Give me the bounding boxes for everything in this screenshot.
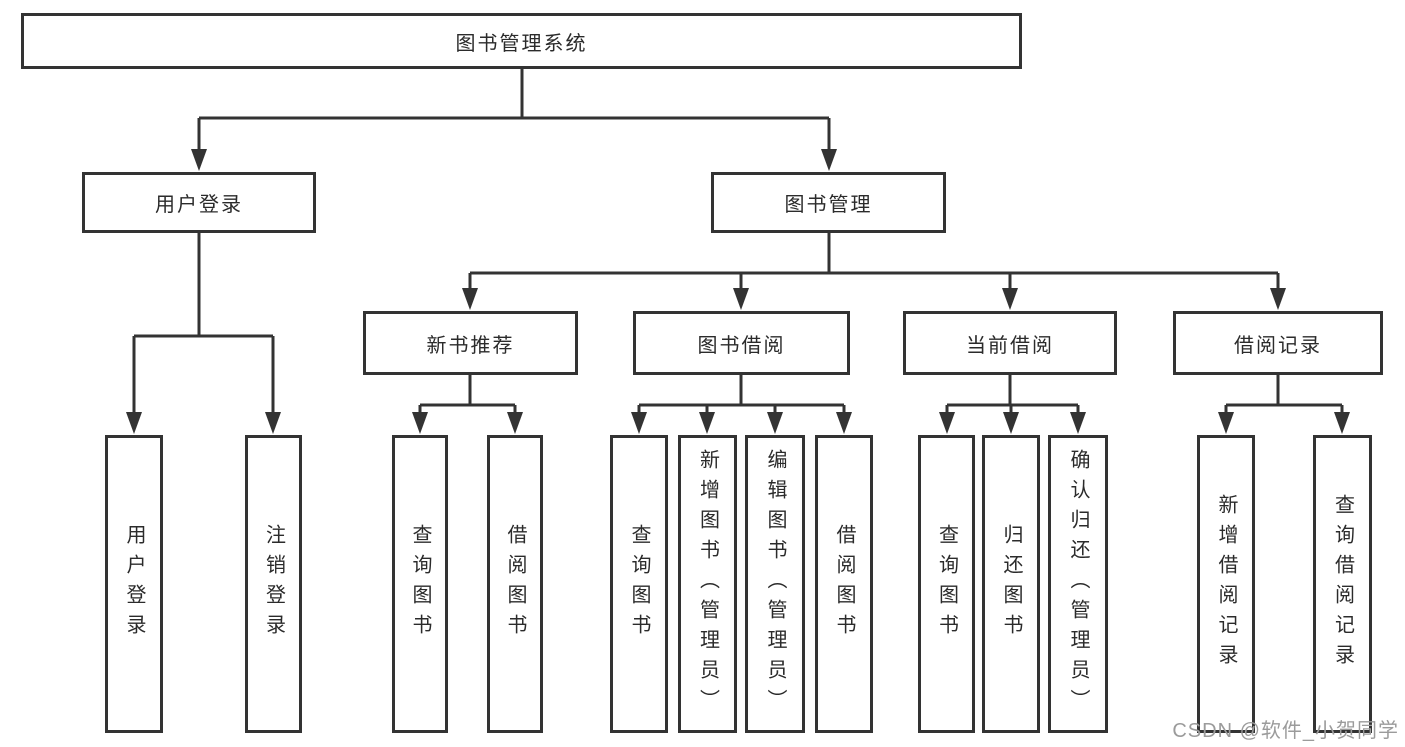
leaf-query-book-current: 查询图书 [918,435,975,733]
leaf-query-borrow-record-label: 查询借阅记录 [1331,494,1354,674]
node-new-book-recommend-label: 新书推荐 [426,334,515,357]
leaf-query-book-borrow: 查询图书 [610,435,668,733]
node-book-management-label: 图书管理 [784,194,873,216]
leaf-borrow-book: 借阅图书 [815,435,873,733]
leaf-query-book-recommend: 查询图书 [392,435,448,733]
csdn-watermark: CSDN @软件_小贺同学 [1172,720,1399,742]
node-new-book-recommend: 新书推荐 [363,311,578,375]
leaf-borrow-book-recommend-label: 借阅图书 [504,524,526,644]
leaf-edit-book-admin-label: 编辑图书（管理员） [764,449,786,719]
leaf-add-borrow-record-label: 新增借阅记录 [1215,494,1237,674]
leaf-confirm-return-admin: 确认归还（管理员） [1048,435,1108,733]
leaf-borrow-book-recommend: 借阅图书 [487,435,543,733]
node-book-borrow: 图书借阅 [633,311,850,375]
leaf-query-borrow-record: 查询借阅记录 [1313,435,1372,733]
node-book-management: 图书管理 [711,172,946,233]
leaf-borrow-book-label: 借阅图书 [833,524,855,644]
node-current-borrow-label: 当前借阅 [966,334,1054,357]
node-root-label: 图书管理系统 [455,32,588,55]
leaf-query-book-borrow-label: 查询图书 [628,524,650,644]
leaf-edit-book-admin: 编辑图书（管理员） [745,435,805,733]
leaf-confirm-return-admin-label: 确认归还（管理员） [1067,449,1089,719]
leaf-user-login-label: 用户登录 [123,524,145,644]
node-root: 图书管理系统 [21,13,1022,69]
node-book-borrow-label: 图书借阅 [697,334,786,357]
node-borrow-records: 借阅记录 [1173,311,1383,375]
leaf-add-book-admin: 新增图书（管理员） [678,435,737,733]
node-current-borrow: 当前借阅 [903,311,1117,375]
leaf-logout-label: 注销登录 [262,524,285,644]
node-user-login-label: 用户登录 [155,194,243,216]
leaf-return-book-label: 归还图书 [1000,524,1022,644]
leaf-add-borrow-record: 新增借阅记录 [1197,435,1255,733]
leaf-query-book-recommend-label: 查询图书 [409,524,431,644]
leaf-return-book: 归还图书 [982,435,1040,733]
node-borrow-records-label: 借阅记录 [1234,334,1322,357]
node-user-login: 用户登录 [82,172,316,233]
leaf-add-book-admin-label: 新增图书（管理员） [696,449,719,719]
leaf-user-login: 用户登录 [105,435,163,733]
leaf-query-book-current-label: 查询图书 [935,524,958,644]
leaf-logout: 注销登录 [245,435,302,733]
